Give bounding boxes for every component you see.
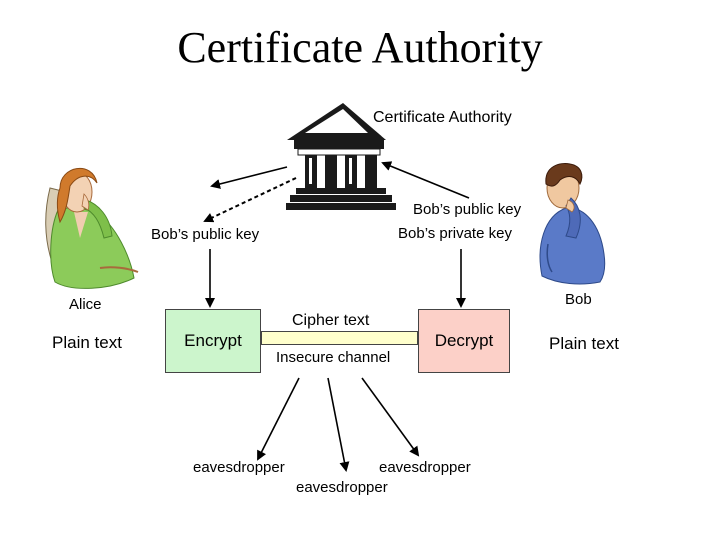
eavesdropper-right-label: eavesdropper [379, 459, 471, 476]
channel-to-eavesdropper-right-arrow [361, 377, 420, 457]
ca-to-alice-dashed-arrow [203, 177, 297, 223]
eavesdropper-left-label: eavesdropper [193, 459, 285, 476]
alice-name-label: Alice [69, 296, 102, 313]
decrypt-label: Decrypt [434, 331, 494, 350]
alice-public-key-label: Bob’s public key [151, 226, 260, 243]
decrypt-box: Decrypt [418, 309, 510, 373]
bob-to-ca-arrow [381, 161, 470, 199]
bob-plain-text-label: Plain text [549, 334, 619, 353]
insecure-channel-bar [261, 331, 418, 345]
bob-private-key-label: Bob’s private key [398, 225, 512, 242]
cipher-text-label: Cipher text [292, 312, 370, 329]
insecure-channel-label: Insecure channel [276, 349, 391, 366]
eavesdropper-middle-label: eavesdropper [296, 479, 388, 496]
ca-label: Certificate Authority [373, 109, 512, 126]
connector-arrows [203, 161, 470, 472]
bob-public-key-label: Bob’s public key [413, 201, 522, 218]
bob-name-label: Bob [565, 291, 592, 308]
bank-building-icon [286, 103, 396, 210]
encrypt-label: Encrypt [184, 331, 242, 350]
alice-plain-text-label: Plain text [52, 333, 122, 352]
alice-person-icon [45, 167, 139, 289]
channel-to-eavesdropper-middle-arrow [327, 377, 350, 472]
channel-to-eavesdropper-left-arrow [257, 377, 300, 461]
encrypt-box: Encrypt [165, 309, 261, 373]
bob-person-icon [539, 163, 606, 285]
page-title: Certificate Authority [177, 23, 543, 72]
ca-to-alice-solid-arrow [210, 166, 288, 189]
